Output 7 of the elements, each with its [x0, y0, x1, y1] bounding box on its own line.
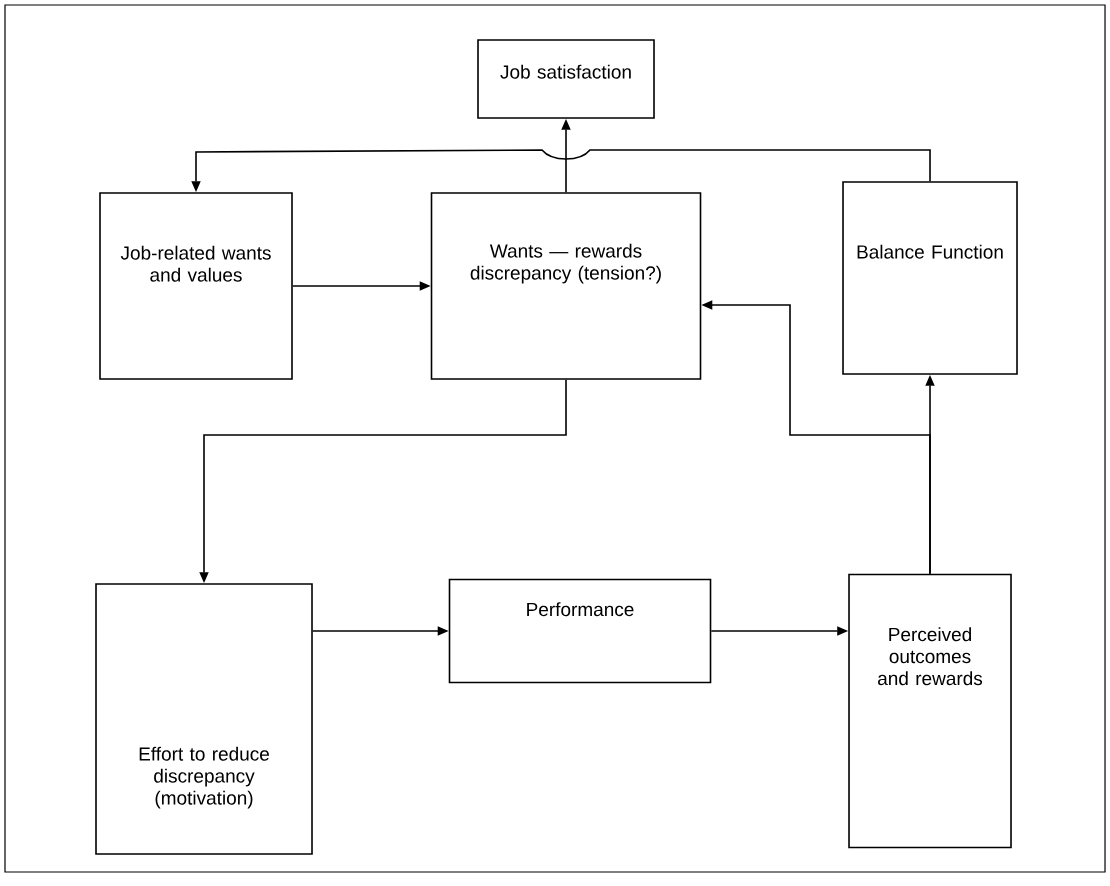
- process-box: Job-related wants and values: [99, 192, 293, 380]
- process-box: Effort to reduce discrepancy (motivation): [95, 583, 313, 855]
- process-box: Balance Function: [842, 181, 1018, 375]
- process-box: Perceived outcomes and rewards: [848, 573, 1012, 849]
- process-box: Performance: [448, 578, 712, 684]
- process-box: Wants — rewards discrepancy (tension?): [430, 192, 702, 380]
- process-box: Job satisfaction: [477, 39, 655, 119]
